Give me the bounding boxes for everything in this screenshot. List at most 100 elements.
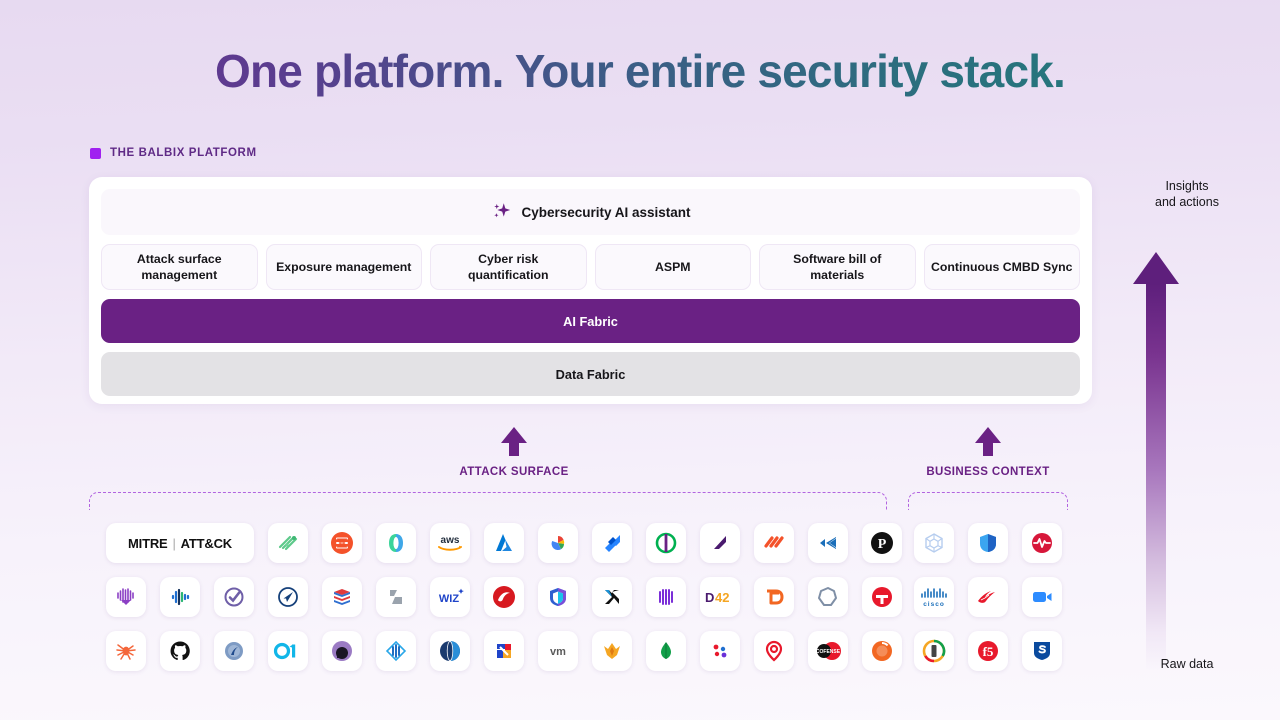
svg-text:D: D — [705, 590, 714, 605]
xm-cyber-logo[interactable] — [592, 577, 632, 617]
kenna-logo[interactable] — [808, 523, 848, 563]
attack-surface-marker: ATTACK SURFACE — [444, 427, 584, 478]
kubernetes-logo[interactable] — [914, 523, 954, 563]
tanium-logo[interactable] — [268, 577, 308, 617]
svg-text:cisco: cisco — [923, 601, 945, 608]
logo-row — [914, 523, 1062, 563]
checkmarx-logo[interactable] — [214, 577, 254, 617]
tenable-logo[interactable] — [268, 523, 308, 563]
logo-row: vm COFENSE — [106, 631, 902, 671]
platform-card: Cybersecurity AI assistant Attack surfac… — [89, 177, 1092, 404]
mongodb-logo[interactable] — [646, 631, 686, 671]
pentera-logo[interactable]: P — [862, 523, 902, 563]
svg-text:WIZ: WIZ — [439, 593, 459, 605]
attack-surface-bracket — [89, 492, 887, 510]
arrow-up-icon — [501, 427, 527, 443]
firemon-logo[interactable] — [592, 631, 632, 671]
svg-text:COFENSE: COFENSE — [816, 649, 841, 655]
vmware-logo[interactable]: vm — [538, 631, 578, 671]
sentinelone-logo[interactable] — [322, 523, 362, 563]
cloudsek-logo[interactable] — [862, 631, 902, 671]
snyk-logo[interactable] — [376, 577, 416, 617]
aws-logo[interactable]: aws — [430, 523, 470, 563]
capability-exposure-management[interactable]: Exposure management — [265, 244, 422, 290]
assistant-label: Cybersecurity AI assistant — [521, 204, 691, 220]
svg-text:aws: aws — [441, 535, 460, 546]
crowdstrike-logo[interactable] — [968, 577, 1008, 617]
svg-text:f5: f5 — [983, 644, 994, 659]
eyebrow: THE BALBIX PLATFORM — [90, 147, 257, 159]
insights-and-actions-label: Insights and actions — [1122, 178, 1252, 210]
nessus-logo[interactable] — [646, 523, 686, 563]
arrow-body — [1146, 284, 1166, 672]
forescout-logo[interactable] — [214, 631, 254, 671]
microsoft-defender-logo[interactable] — [968, 523, 1008, 563]
orca-logo[interactable] — [808, 577, 848, 617]
capability-attack-surface-management[interactable]: Attack surface management — [101, 244, 258, 290]
arrow-stem — [509, 442, 519, 456]
eyebrow-label: THE BALBIX PLATFORM — [110, 147, 257, 159]
business-context-marker: BUSINESS CONTEXT — [918, 427, 1058, 478]
nordsecurity-logo[interactable] — [538, 577, 578, 617]
google-cloud-logo[interactable] — [538, 523, 578, 563]
jira-logo[interactable] — [592, 523, 632, 563]
arrow-head-icon — [1133, 252, 1179, 284]
mitre-attack-logo[interactable]: MITRE|ATT&CK — [106, 523, 254, 563]
page-title: One platform. Your entire security stack… — [0, 44, 1280, 98]
svg-text:42: 42 — [715, 590, 729, 605]
raw-data-label: Raw data — [1160, 657, 1214, 671]
cybersecurity-ai-assistant-row[interactable]: Cybersecurity AI assistant — [101, 189, 1080, 235]
netsparker-logo[interactable] — [376, 631, 416, 671]
data-fabric-bar: Data Fabric — [101, 352, 1080, 396]
opsgenie-logo[interactable] — [430, 631, 470, 671]
capability-continuous-cmbd-sync[interactable]: Continuous CMBD Sync — [923, 244, 1080, 290]
o1-logo[interactable] — [268, 631, 308, 671]
capability-cyber-risk-quantification[interactable]: Cyber risk quantification — [430, 244, 587, 290]
arrow-up-icon — [975, 427, 1001, 443]
svg-text:vm: vm — [550, 646, 566, 658]
insights-label-line2: and actions — [1155, 195, 1219, 209]
cisco-logo[interactable]: cisco — [914, 577, 954, 617]
github-logo[interactable] — [160, 631, 200, 671]
insights-label-line1: Insights — [1165, 179, 1209, 193]
rapid7-logo[interactable] — [700, 523, 740, 563]
darktrace-logo[interactable] — [322, 631, 362, 671]
netskope-logo[interactable] — [754, 577, 794, 617]
f5-logo[interactable]: f5 — [968, 631, 1008, 671]
zoom-logo[interactable] — [1022, 577, 1062, 617]
square-marker-icon — [90, 147, 101, 159]
blackwidow-logo[interactable] — [106, 631, 146, 671]
cofense-logo[interactable]: COFENSE — [808, 631, 848, 671]
svg-text:P: P — [878, 537, 887, 552]
sparkle-icon — [490, 201, 512, 223]
attack-surface-label: ATTACK SURFACE — [459, 466, 569, 478]
qualys-pin-logo[interactable] — [754, 631, 794, 671]
capability-aspm[interactable]: ASPM — [594, 244, 751, 290]
qualys-logo[interactable] — [376, 523, 416, 563]
armis-logo[interactable] — [106, 577, 146, 617]
business-context-label: BUSINESS CONTEXT — [926, 466, 1050, 478]
business-context-logo-grid: cisco f5 — [914, 523, 1062, 671]
sophos-logo[interactable] — [1022, 631, 1062, 671]
attack-surface-logo-grid: MITRE|ATT&CK aws — [106, 523, 902, 671]
tufin-logo[interactable] — [862, 577, 902, 617]
monday-logo[interactable] — [754, 523, 794, 563]
splunk-logo[interactable] — [1022, 523, 1062, 563]
logo-row: f5 — [914, 631, 1062, 671]
redcanary-logo[interactable] — [484, 631, 524, 671]
capability-software-bill-of-materials[interactable]: Software bill of materials — [759, 244, 916, 290]
capabilities-row: Attack surface management Exposure manag… — [101, 244, 1080, 290]
logo-row: cisco — [914, 577, 1062, 617]
trendmicro-logo[interactable] — [484, 577, 524, 617]
lacework-logo[interactable] — [914, 631, 954, 671]
azure-logo[interactable] — [484, 523, 524, 563]
veracode-logo[interactable] — [646, 577, 686, 617]
axonius-logo[interactable] — [160, 577, 200, 617]
arrow-stem — [983, 442, 993, 456]
databricks-logo[interactable] — [322, 577, 362, 617]
apacheairflow-logo[interactable] — [700, 631, 740, 671]
wiz-logo[interactable]: WIZ — [430, 577, 470, 617]
logo-row: MITRE|ATT&CK aws — [106, 523, 902, 563]
